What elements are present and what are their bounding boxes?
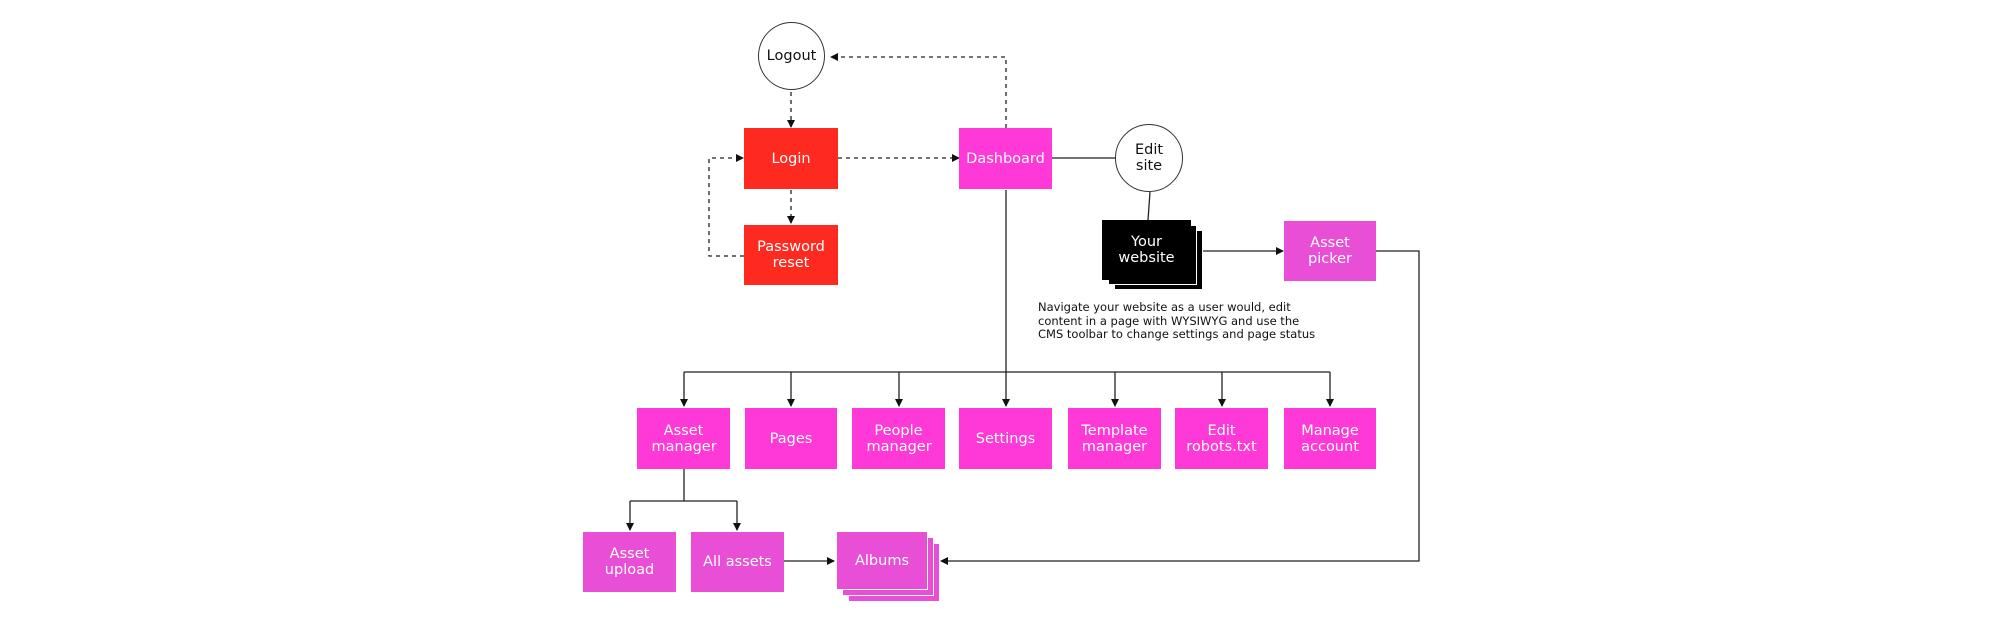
template-manager-label: Template manager <box>1081 422 1148 455</box>
asset-manager-node[interactable]: Asset manager <box>637 408 730 469</box>
edit-robots-label: Edit robots.txt <box>1186 422 1257 455</box>
people-manager-label: People manager <box>866 422 932 455</box>
pages-node[interactable]: Pages <box>745 408 837 469</box>
login-label: Login <box>771 150 811 167</box>
all-assets-label: All assets <box>703 554 772 570</box>
settings-label: Settings <box>975 430 1036 447</box>
all-assets-node[interactable]: All assets <box>691 532 784 592</box>
dashboard-to-logout-link <box>830 53 1007 128</box>
edit-robots-node[interactable]: Edit robots.txt <box>1175 408 1268 469</box>
password-reset-to-login-link <box>708 154 744 257</box>
settings-node[interactable]: Settings <box>959 408 1052 469</box>
asset-picker-to-albums-link <box>940 250 1420 565</box>
pages-label: Pages <box>769 430 813 447</box>
people-manager-node[interactable]: People manager <box>852 408 945 469</box>
asset-manager-label: Asset manager <box>651 422 717 455</box>
password-reset-node[interactable]: Password reset <box>744 225 838 285</box>
dashboard-node[interactable]: Dashboard <box>959 128 1052 189</box>
asset-manager-to-children-link <box>630 469 737 502</box>
login-node[interactable]: Login <box>744 128 838 189</box>
edit-site-to-website-link <box>1147 191 1151 221</box>
password-reset-label: Password reset <box>757 239 825 271</box>
asset-picker-node[interactable]: Asset picker <box>1284 221 1376 281</box>
your-website-node[interactable]: Your website <box>1102 220 1191 280</box>
asset-upload-node[interactable]: Asset upload <box>583 532 676 592</box>
albums-label: Albums <box>854 552 910 569</box>
asset-upload-label: Asset upload <box>604 546 655 578</box>
template-manager-node[interactable]: Template manager <box>1068 408 1161 469</box>
albums-node[interactable]: Albums <box>836 531 928 590</box>
manage-account-node[interactable]: Manage account <box>1284 408 1376 469</box>
manage-account-label: Manage account <box>1301 422 1359 455</box>
logout-node[interactable]: Logout <box>758 22 825 90</box>
edit-site-label: Edit site <box>1134 142 1164 174</box>
logout-label: Logout <box>766 48 817 64</box>
dashboard-label: Dashboard <box>966 150 1045 167</box>
asset-picker-label: Asset picker <box>1308 235 1352 267</box>
your-website-label: Your website <box>1118 234 1175 266</box>
edit-site-note: Navigate your website as a user would, e… <box>1038 300 1316 341</box>
edit-site-node[interactable]: Edit site <box>1115 124 1183 192</box>
